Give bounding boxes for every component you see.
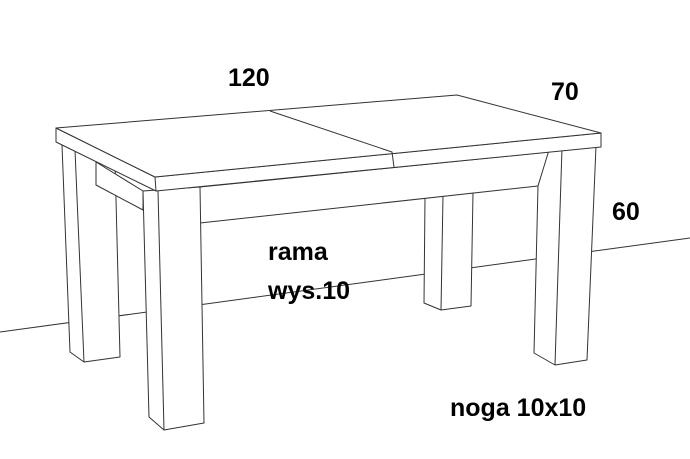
- tabletop-surface: [55, 94, 602, 178]
- leg-edge: [440, 194, 444, 311]
- frame-height-label: wys.10: [268, 277, 351, 305]
- width-dimension: 70: [551, 78, 579, 106]
- back-right-leg: [423, 192, 474, 311]
- leg-edge: [157, 190, 165, 431]
- frame-label: rama: [268, 238, 328, 266]
- tabletop-edge-corner: [154, 176, 157, 192]
- extension-seam: [269, 110, 395, 168]
- leg-edge: [554, 147, 563, 366]
- leg-size-label: noga 10x10: [450, 394, 587, 422]
- height-dimension: 60: [612, 198, 640, 226]
- front-right-leg: [533, 145, 597, 366]
- length-dimension: 120: [228, 64, 270, 92]
- left-apron: [95, 161, 144, 211]
- leg-edge: [74, 149, 85, 363]
- front-left-leg: [142, 186, 205, 431]
